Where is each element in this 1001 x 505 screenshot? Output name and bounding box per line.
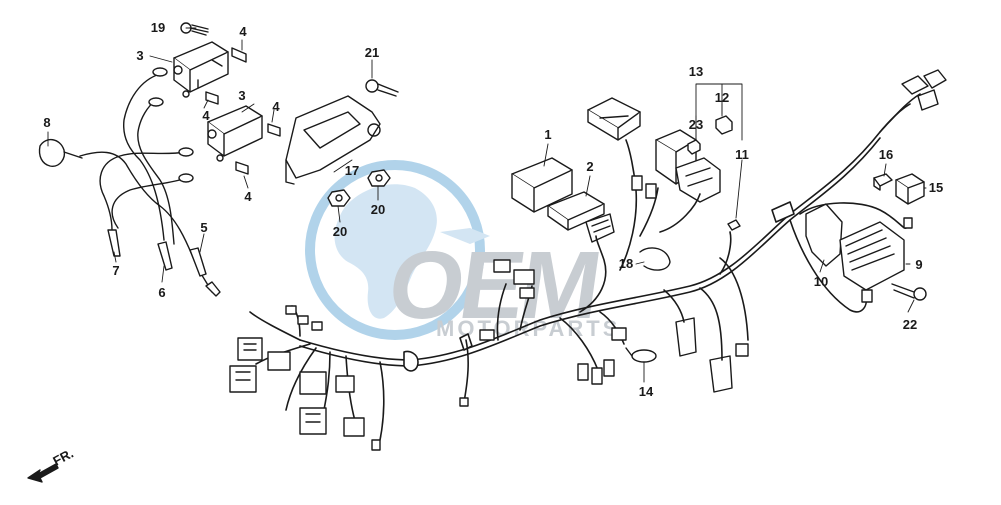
callout-20: 20 [333,224,347,239]
callout-5: 5 [200,220,207,235]
watermark: OEM MOTORPARTS [305,160,617,341]
callout-12: 12 [715,90,729,105]
callout-14: 14 [639,384,654,399]
callout-2: 2 [586,159,593,174]
callout-18: 18 [619,256,633,271]
callout-9: 9 [915,257,922,272]
callout-4: 4 [272,99,280,114]
callout-8: 8 [43,115,50,130]
callout-6: 6 [158,285,165,300]
callout-23: 23 [689,117,703,132]
callout-4: 4 [202,108,210,123]
callout-4: 4 [239,24,247,39]
bracket-17 [285,95,381,185]
callout-15: 15 [929,180,943,195]
nut-20 [327,169,391,207]
callout-10: 10 [814,274,828,289]
condenser-lower [675,317,733,393]
main-harness [249,93,921,441]
callout-13: 13 [689,64,703,79]
starter-relay-13 [655,129,721,203]
callout-21: 21 [365,45,379,60]
fuse-box [587,97,641,141]
connector-16 [873,173,893,191]
watermark-continent [334,184,437,319]
connector-blocks-left [229,305,365,437]
connector-blocks-middle [371,175,913,451]
terminal-11 [727,219,741,231]
callout-3: 3 [238,88,245,103]
callout-7: 7 [112,263,119,278]
callout-11: 11 [735,147,749,162]
clip-18 [639,247,671,271]
watermark-globe [305,160,485,340]
watermark-logo: OEM [382,232,604,338]
callout-1: 1 [544,127,551,142]
callout-17: 17 [345,163,359,178]
front-arrow-icon [27,463,59,483]
bolt-19 [180,22,209,36]
plug-wires [38,67,221,297]
bolt-21 [365,79,399,97]
regulator-bracket-10 [805,203,843,267]
callout-16: 16 [879,147,893,162]
callout-20: 20 [371,202,385,217]
callout-19: 19 [151,20,165,35]
callouts: 1 2 3 3 4 4 4 4 5 6 7 8 9 10 11 12 13 14… [43,20,943,469]
fuse-block-2 [547,191,615,243]
callout-3: 3 [136,48,143,63]
connector-top-right [901,69,947,111]
band-14 [625,347,657,363]
ignition-coil-upper [173,41,229,98]
regulator-rectifier-9 [839,221,905,291]
relay-box-1 [511,157,573,213]
callout-22: 22 [903,317,917,332]
callout-4: 4 [244,189,252,204]
relay-12 [715,115,733,135]
bolt-22 [891,283,927,301]
leader-lines [47,27,927,383]
ignition-coil-lower [207,105,263,162]
collar-4 [205,47,281,175]
relay-15 [895,173,925,205]
